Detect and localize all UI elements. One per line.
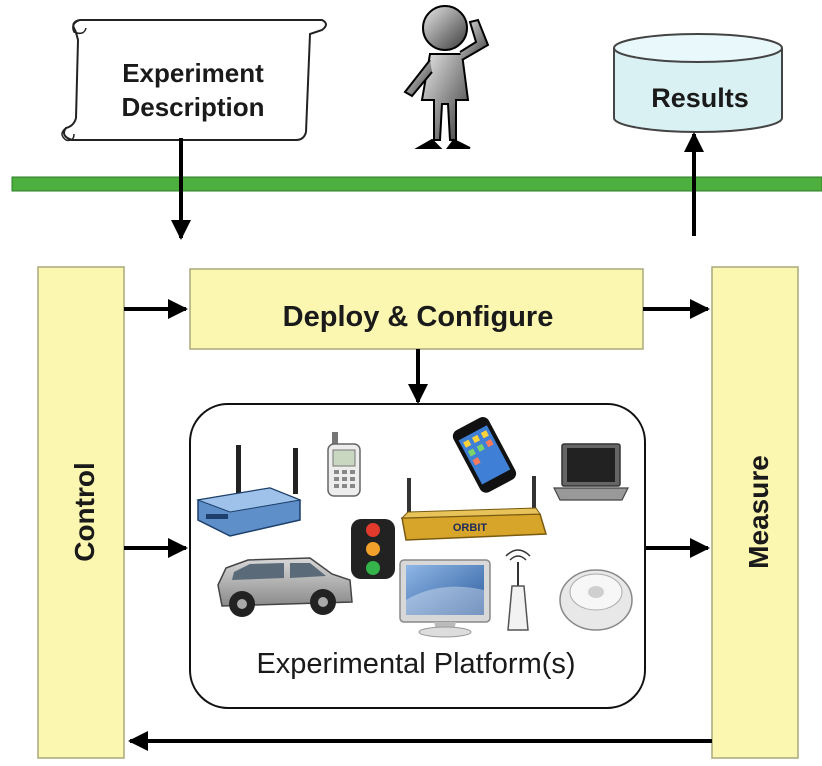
experimental-platform-label: Experimental Platform(s)	[256, 648, 575, 680]
car-icon	[217, 557, 353, 617]
user-icon	[403, 5, 490, 149]
measure-label: Measure	[743, 455, 774, 569]
results-label: Results	[651, 83, 749, 113]
smoke-detector-icon	[559, 569, 633, 631]
measure-box: Measure	[711, 266, 799, 759]
experimental-platform-box: Experimental Platform(s)	[189, 403, 646, 709]
orbit-node-icon: ORBIT	[400, 476, 547, 541]
control-label: Control	[69, 462, 100, 562]
deploy-configure-label: Deploy & Configure	[283, 301, 554, 333]
scroll-icon	[63, 19, 327, 141]
experiment-description-scroll: Experiment Description	[61, 19, 327, 142]
laptop-icon	[553, 443, 629, 501]
experiment-description-line1: Experiment	[122, 58, 264, 88]
experiment-description-line2: Description	[121, 92, 264, 122]
results-database: Results	[613, 33, 783, 133]
smartphone-icon	[452, 417, 517, 493]
orbit-label: ORBIT	[453, 522, 488, 534]
deploy-configure-box: Deploy & Configure	[189, 268, 644, 350]
traffic-light-icon	[351, 519, 395, 579]
control-box: Control	[37, 266, 125, 759]
monitor-icon	[399, 559, 491, 638]
wifi-router-icon	[196, 445, 302, 537]
sensor-antenna-icon	[505, 549, 531, 631]
database-cylinder-icon	[613, 48, 783, 133]
green-bus-bar	[11, 176, 822, 192]
cellphone-icon	[327, 432, 361, 497]
